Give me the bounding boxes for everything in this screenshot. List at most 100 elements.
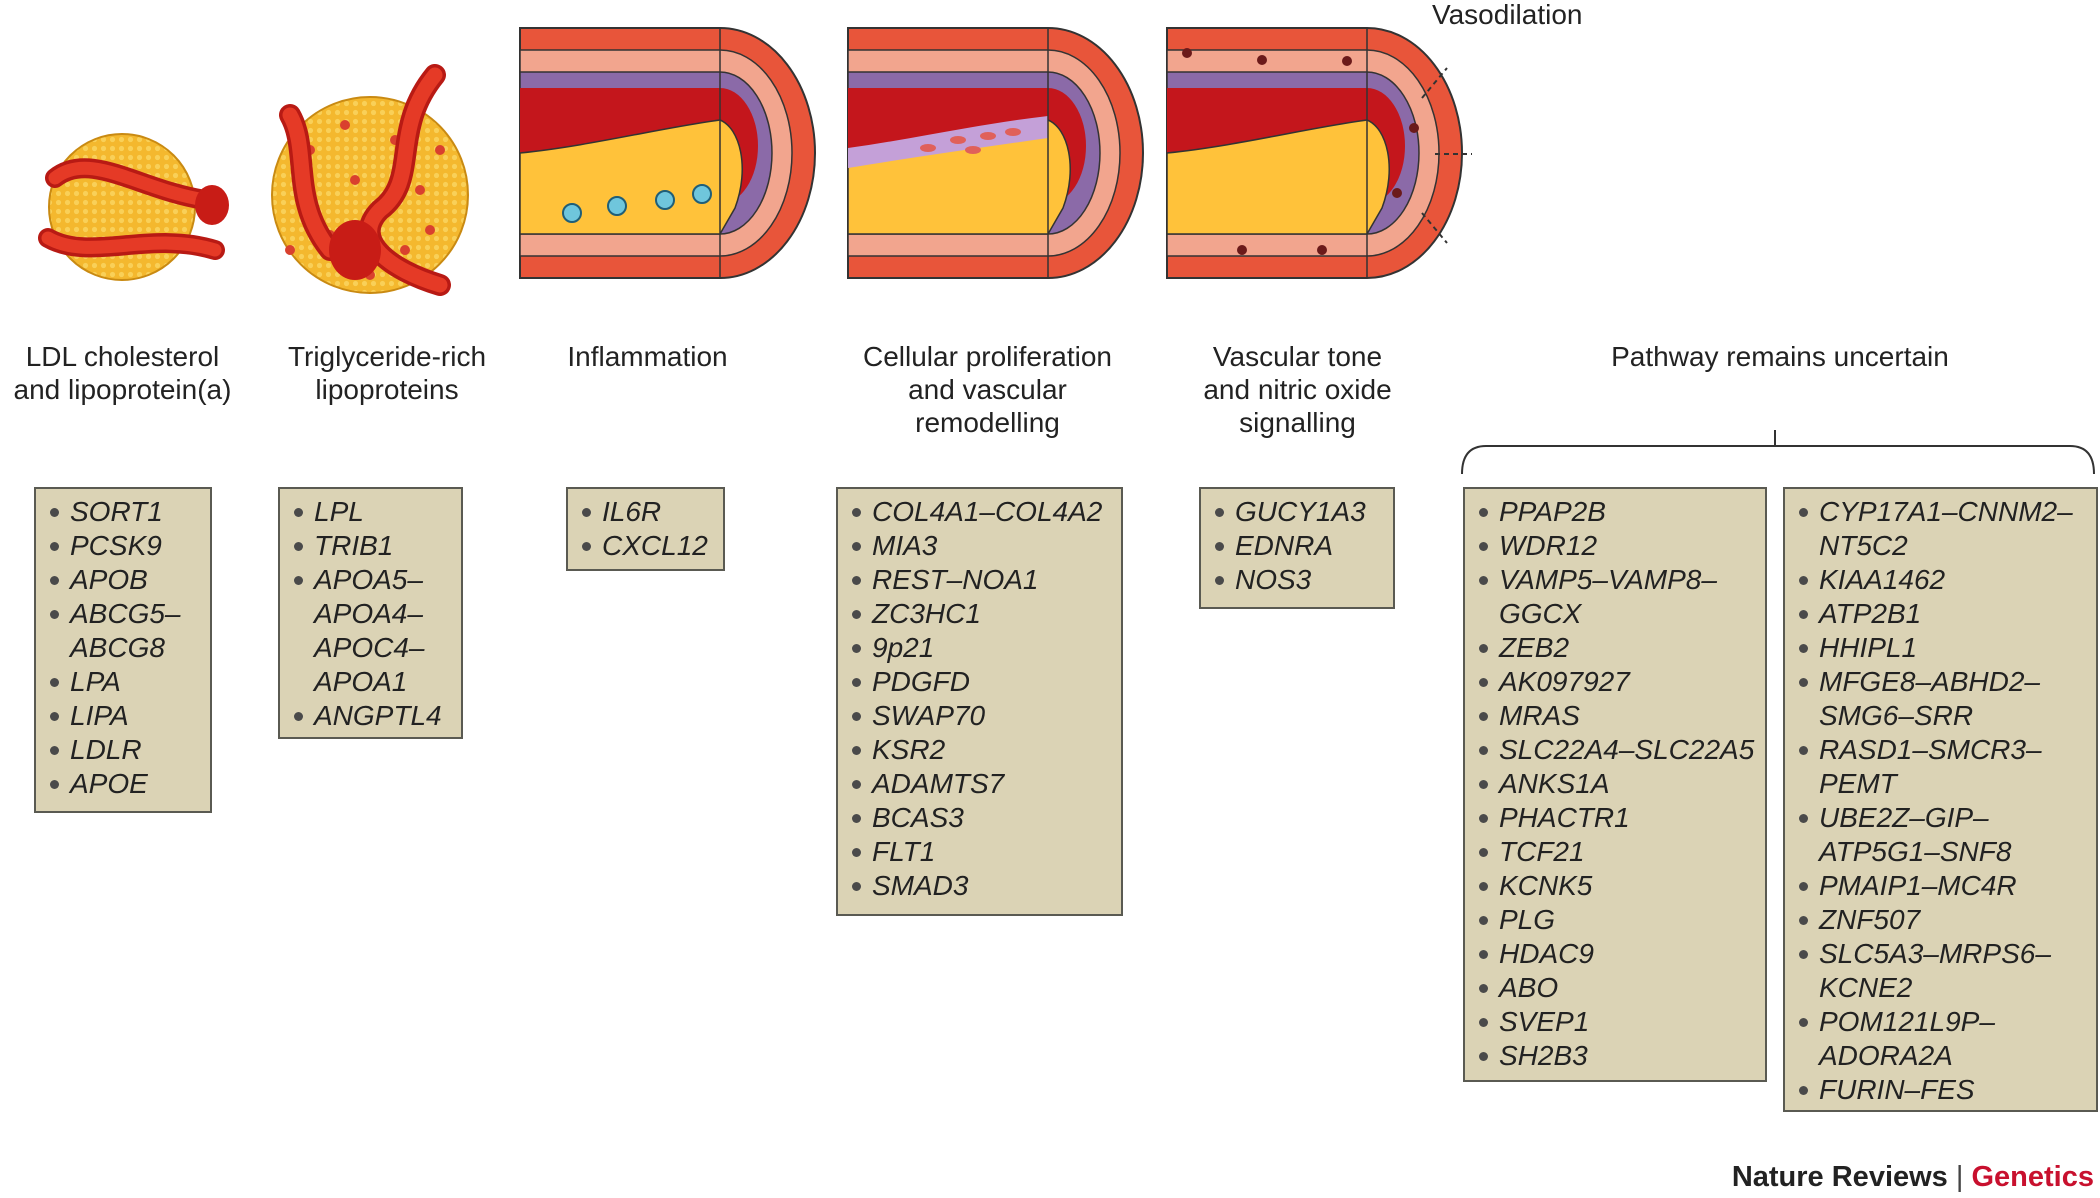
- bullet-icon: [1479, 644, 1488, 653]
- gene-item: LDLR: [48, 733, 200, 767]
- bullet-icon: [852, 712, 861, 721]
- gene-item: ABCG5–: [48, 597, 200, 631]
- gene-item: CXCL12: [580, 529, 713, 563]
- gene-symbol: GGCX: [1499, 598, 1582, 629]
- gene-symbol: PEMT: [1819, 768, 1897, 799]
- gene-symbol: REST–NOA1: [872, 564, 1039, 595]
- bullet-icon: [1799, 610, 1808, 619]
- bullet-icon: [1799, 814, 1808, 823]
- gene-symbol: SMG6–SRR: [1819, 700, 1974, 731]
- bullet-icon: [1479, 576, 1488, 585]
- gene-item: ANGPTL4: [292, 699, 451, 733]
- heading-pathway-uncertain: Pathway remains uncertain: [1611, 341, 1949, 372]
- gene-symbol: MIA3: [872, 530, 938, 561]
- gene-symbol: APOE: [70, 768, 148, 799]
- gene-symbol: PLG: [1499, 904, 1556, 935]
- gene-item: PMAIP1–MC4R: [1797, 869, 2086, 903]
- gene-symbol: LDLR: [70, 734, 142, 765]
- gene-symbol: COL4A1–COL4A2: [872, 496, 1103, 527]
- bullet-icon: [1479, 1052, 1488, 1061]
- gene-symbol: PHACTR1: [1499, 802, 1630, 833]
- gene-symbol: WDR12: [1499, 530, 1598, 561]
- gene-item: ZNF507: [1797, 903, 2086, 937]
- bullet-icon: [582, 508, 591, 517]
- bullet-icon: [852, 746, 861, 755]
- gene-item: ABO: [1477, 971, 1755, 1005]
- gene-item: KIAA1462: [1797, 563, 2086, 597]
- gene-symbol: ABCG8: [70, 632, 165, 663]
- gene-item: ZEB2: [1477, 631, 1755, 665]
- gene-item: SWAP70: [850, 699, 1111, 733]
- gene-symbol: EDNRA: [1235, 530, 1334, 561]
- bullet-icon: [50, 746, 59, 755]
- gene-symbol: KSR2: [872, 734, 946, 765]
- gene-item: ATP2B1: [1797, 597, 2086, 631]
- bullet-icon: [294, 576, 303, 585]
- bullet-icon: [1799, 1086, 1808, 1095]
- gene-item: PEMT: [1797, 767, 2086, 801]
- bullet-icon: [1799, 950, 1808, 959]
- bullet-icon: [1479, 678, 1488, 687]
- bullet-icon: [50, 610, 59, 619]
- gene-item: AK097927: [1477, 665, 1755, 699]
- bullet-icon: [1799, 916, 1808, 925]
- gene-item: APOE: [48, 767, 200, 801]
- gene-symbol: LIPA: [70, 700, 129, 731]
- gene-item: APOA1: [292, 665, 451, 699]
- uncertain-bracket: [1461, 430, 2095, 475]
- gene-symbol: KIAA1462: [1819, 564, 1946, 595]
- bullet-icon: [1479, 508, 1488, 517]
- gene-symbol: ZC3HC1: [872, 598, 981, 629]
- gene-item: PCSK9: [48, 529, 200, 563]
- gene-symbol: ADORA2A: [1819, 1040, 1953, 1071]
- gene-item: ANKS1A: [1477, 767, 1755, 801]
- bullet-icon: [50, 678, 59, 687]
- gene-symbol: SORT1: [70, 496, 163, 527]
- bullet-icon: [1799, 746, 1808, 755]
- gene-item: KCNE2: [1797, 971, 2086, 1005]
- gene-symbol: AK097927: [1499, 666, 1630, 697]
- gene-symbol: SH2B3: [1499, 1040, 1588, 1071]
- bullet-icon: [852, 814, 861, 823]
- bullet-icon: [50, 576, 59, 585]
- gene-symbol: HDAC9: [1499, 938, 1594, 969]
- gene-symbol: APOA4–: [314, 598, 423, 629]
- bullet-icon: [1479, 814, 1488, 823]
- gene-item: REST–NOA1: [850, 563, 1111, 597]
- bullet-icon: [1479, 916, 1488, 925]
- gene-symbol: CYP17A1–CNNM2–: [1819, 496, 2073, 527]
- gene-item: NOS3: [1213, 563, 1383, 597]
- bullet-icon: [294, 508, 303, 517]
- bullet-icon: [1799, 508, 1808, 517]
- bullet-icon: [50, 508, 59, 517]
- gene-symbol: SMAD3: [872, 870, 969, 901]
- bullet-icon: [1799, 576, 1808, 585]
- gene-item: KSR2: [850, 733, 1111, 767]
- bullet-icon: [1215, 508, 1224, 517]
- vessel-tone-icon: [1166, 27, 1472, 279]
- gene-item: MIA3: [850, 529, 1111, 563]
- gene-symbol: ATP2B1: [1819, 598, 1922, 629]
- gene-item: CYP17A1–CNNM2–: [1797, 495, 2086, 529]
- gene-item: PDGFD: [850, 665, 1111, 699]
- gene-item: ADAMTS7: [850, 767, 1111, 801]
- gene-item: NT5C2: [1797, 529, 2086, 563]
- gene-item: MRAS: [1477, 699, 1755, 733]
- gene-item: PHACTR1: [1477, 801, 1755, 835]
- bullet-icon: [50, 780, 59, 789]
- footer-brand: Nature Reviews: [1731, 1161, 1948, 1193]
- gene-item: COL4A1–COL4A2: [850, 495, 1111, 529]
- gene-symbol: MFGE8–ABHD2–: [1819, 666, 2040, 697]
- gene-symbol: VAMP5–VAMP8–: [1499, 564, 1717, 595]
- bullet-icon: [852, 610, 861, 619]
- gene-item: GUCY1A3: [1213, 495, 1383, 529]
- bullet-icon: [1479, 1018, 1488, 1027]
- gene-item: MFGE8–ABHD2–: [1797, 665, 2086, 699]
- gene-item: GGCX: [1477, 597, 1755, 631]
- gene-item: IL6R: [580, 495, 713, 529]
